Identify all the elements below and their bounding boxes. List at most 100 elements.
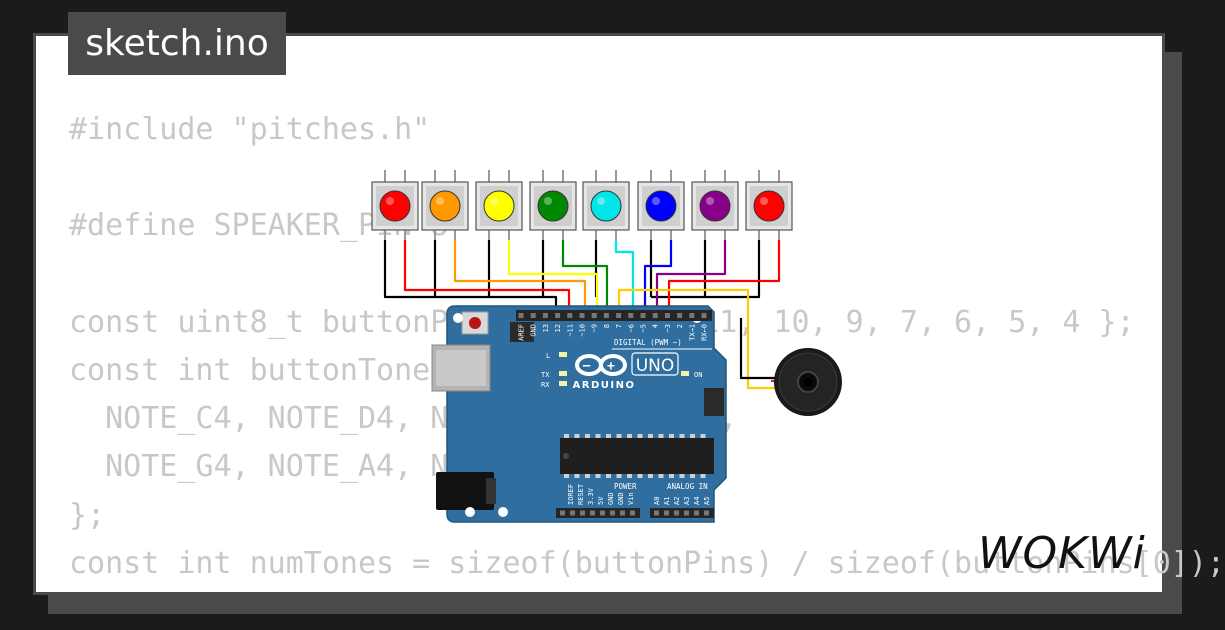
analog-pin-label: A0	[653, 497, 661, 505]
icsp-header-right	[704, 388, 724, 416]
header-pin[interactable]	[694, 510, 699, 516]
analog-header-label: ANALOG IN	[667, 482, 708, 491]
digital-pin-header[interactable]	[516, 310, 712, 321]
pushbutton[interactable]	[529, 170, 577, 240]
header-pin[interactable]	[603, 313, 609, 318]
file-tab[interactable]: sketch.ino	[68, 12, 286, 75]
pushbutton[interactable]	[371, 170, 419, 240]
analog-pin-header[interactable]	[650, 508, 714, 518]
pushbutton-cap	[590, 190, 622, 222]
microcontroller-chip	[560, 434, 714, 478]
wokwi-logo: WOKWi	[978, 528, 1146, 579]
wire	[651, 240, 761, 299]
wire	[403, 240, 571, 318]
power-jack-rim	[486, 478, 496, 504]
digital-pin-label: 12	[554, 324, 562, 332]
pushbutton-cap	[429, 190, 461, 222]
wire	[739, 318, 775, 380]
power-header-label: POWER	[614, 482, 637, 491]
header-pin[interactable]	[689, 313, 695, 318]
board-name: UNO	[636, 356, 675, 376]
wire	[643, 240, 673, 318]
power-pin-label: GND	[607, 492, 615, 505]
header-pin[interactable]	[654, 510, 659, 516]
mount-hole	[498, 507, 508, 517]
wire	[453, 240, 587, 318]
header-pin[interactable]	[600, 510, 605, 516]
code-line: #include "pitches.h"	[69, 112, 431, 147]
digital-pin-label: 8	[603, 324, 611, 328]
power-pin-label: Vin	[627, 492, 635, 505]
header-pin[interactable]	[620, 510, 625, 516]
digital-pin-label: ~11	[566, 324, 574, 337]
wire	[507, 240, 599, 318]
pushbutton[interactable]	[475, 170, 523, 240]
digital-pin-label: ~3	[664, 324, 672, 332]
digital-pin-label: ~6	[627, 324, 635, 332]
usb-connector-face	[436, 350, 486, 386]
header-pin[interactable]	[542, 313, 548, 318]
header-pin[interactable]	[677, 313, 683, 318]
power-pin-label: IOREF	[567, 484, 575, 505]
header-pin[interactable]	[652, 313, 658, 318]
header-pin[interactable]	[591, 313, 597, 318]
header-pin[interactable]	[674, 510, 679, 516]
pushbutton[interactable]	[582, 170, 630, 240]
header-pin[interactable]	[555, 313, 561, 318]
digital-pin-label: 4	[652, 324, 660, 328]
pushbutton-cap	[537, 190, 569, 222]
header-pin[interactable]	[567, 313, 573, 318]
header-pin[interactable]	[628, 313, 634, 318]
header-pin[interactable]	[580, 510, 585, 516]
wokwi-logo-text: WOKWi	[978, 528, 1146, 579]
analog-pin-label: A4	[693, 497, 701, 505]
header-pin[interactable]	[570, 510, 575, 516]
code-line: };	[69, 497, 106, 533]
digital-pin-label: ~10	[579, 324, 587, 337]
analog-pin-label: A1	[663, 497, 671, 505]
mount-hole	[453, 313, 463, 323]
code-line: const uint8_t buttonPins[] = { 12, 11, 1…	[69, 304, 1135, 340]
reset-button-cap	[469, 317, 481, 329]
header-pin[interactable]	[684, 510, 689, 516]
pushbutton[interactable]	[745, 170, 793, 240]
header-pin[interactable]	[530, 313, 536, 318]
buzzer[interactable]	[774, 348, 842, 416]
pushbutton[interactable]	[691, 170, 739, 240]
uno-badge	[631, 352, 679, 376]
digital-pin-label: 13	[542, 324, 550, 332]
header-pin[interactable]	[579, 313, 585, 318]
header-pin[interactable]	[664, 313, 670, 318]
header-pin[interactable]	[610, 510, 615, 516]
header-pin[interactable]	[630, 510, 635, 516]
pushbutton-row	[371, 170, 793, 240]
wire	[614, 240, 635, 318]
pushbutton[interactable]	[421, 170, 469, 240]
pushbutton-cap	[699, 190, 731, 222]
pushbutton[interactable]	[637, 170, 685, 240]
digital-pin-label: RX←0	[701, 324, 709, 341]
header-pin[interactable]	[701, 313, 707, 318]
led-label-tx: TX	[541, 371, 550, 379]
header-pin[interactable]	[664, 510, 669, 516]
header-pin[interactable]	[590, 510, 595, 516]
arduino-infinity-logo	[575, 354, 627, 376]
code-line: const int numTones = sizeof(buttonPins) …	[69, 545, 1225, 581]
analog-pin-label: A5	[703, 497, 711, 505]
board-brand: ARDUINO	[573, 380, 636, 391]
header-pin[interactable]	[616, 313, 622, 318]
digital-pin-label: 2	[676, 324, 684, 328]
digital-header-label: DIGITAL (PWM ~)	[614, 338, 682, 347]
status-leds	[559, 352, 689, 386]
power-pin-header[interactable]	[556, 508, 640, 518]
header-pin[interactable]	[560, 510, 565, 516]
header-pin[interactable]	[518, 313, 524, 318]
header-pin[interactable]	[640, 313, 646, 318]
header-pin[interactable]	[704, 510, 709, 516]
logo-plus: +	[607, 359, 615, 374]
power-jack	[436, 472, 494, 510]
